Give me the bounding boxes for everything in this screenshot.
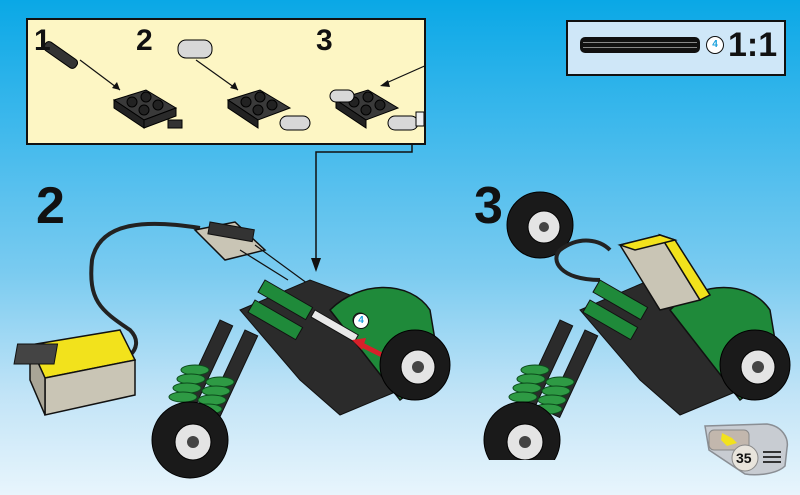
battery-box-icon <box>617 233 712 311</box>
scale-panel: 4 1:1 <box>566 20 786 76</box>
top-wheel-icon <box>506 191 574 259</box>
plate-icon <box>329 89 424 131</box>
substep-number-2: 2 <box>136 24 153 57</box>
front-wheel-icon <box>483 401 561 460</box>
pin-icon <box>43 41 121 91</box>
step-number-2: 2 <box>36 177 65 235</box>
axle-icon <box>580 37 700 53</box>
rear-wheel-icon <box>719 329 791 401</box>
page-number-badge: 35 <box>697 418 789 476</box>
substep-number-1: 1 <box>34 24 51 57</box>
substep-number-3: 3 <box>316 24 333 57</box>
motor-brick-icon <box>193 221 267 261</box>
scale-label: 1:1 <box>728 26 778 64</box>
connector-icon <box>177 39 239 91</box>
substep-illustration <box>43 39 424 131</box>
axle-connector-icon <box>380 65 424 87</box>
page-number: 35 <box>736 450 752 466</box>
step-3-illustration <box>483 191 791 460</box>
battery-box-icon <box>13 329 137 416</box>
page-badge-icon <box>704 423 789 476</box>
front-wheel-icon <box>151 401 229 479</box>
substep-panel: 1 2 3 <box>26 18 426 145</box>
axle-length-badge: 4 <box>706 36 724 54</box>
step-2-illustration <box>13 221 451 479</box>
rear-wheel-icon <box>379 329 451 401</box>
step-number-3: 3 <box>474 177 503 235</box>
plate-icon <box>112 89 183 129</box>
plate-icon <box>226 89 311 131</box>
motorcycle-frame-icon <box>508 279 781 419</box>
axle-callout-badge: 4 <box>353 313 369 329</box>
